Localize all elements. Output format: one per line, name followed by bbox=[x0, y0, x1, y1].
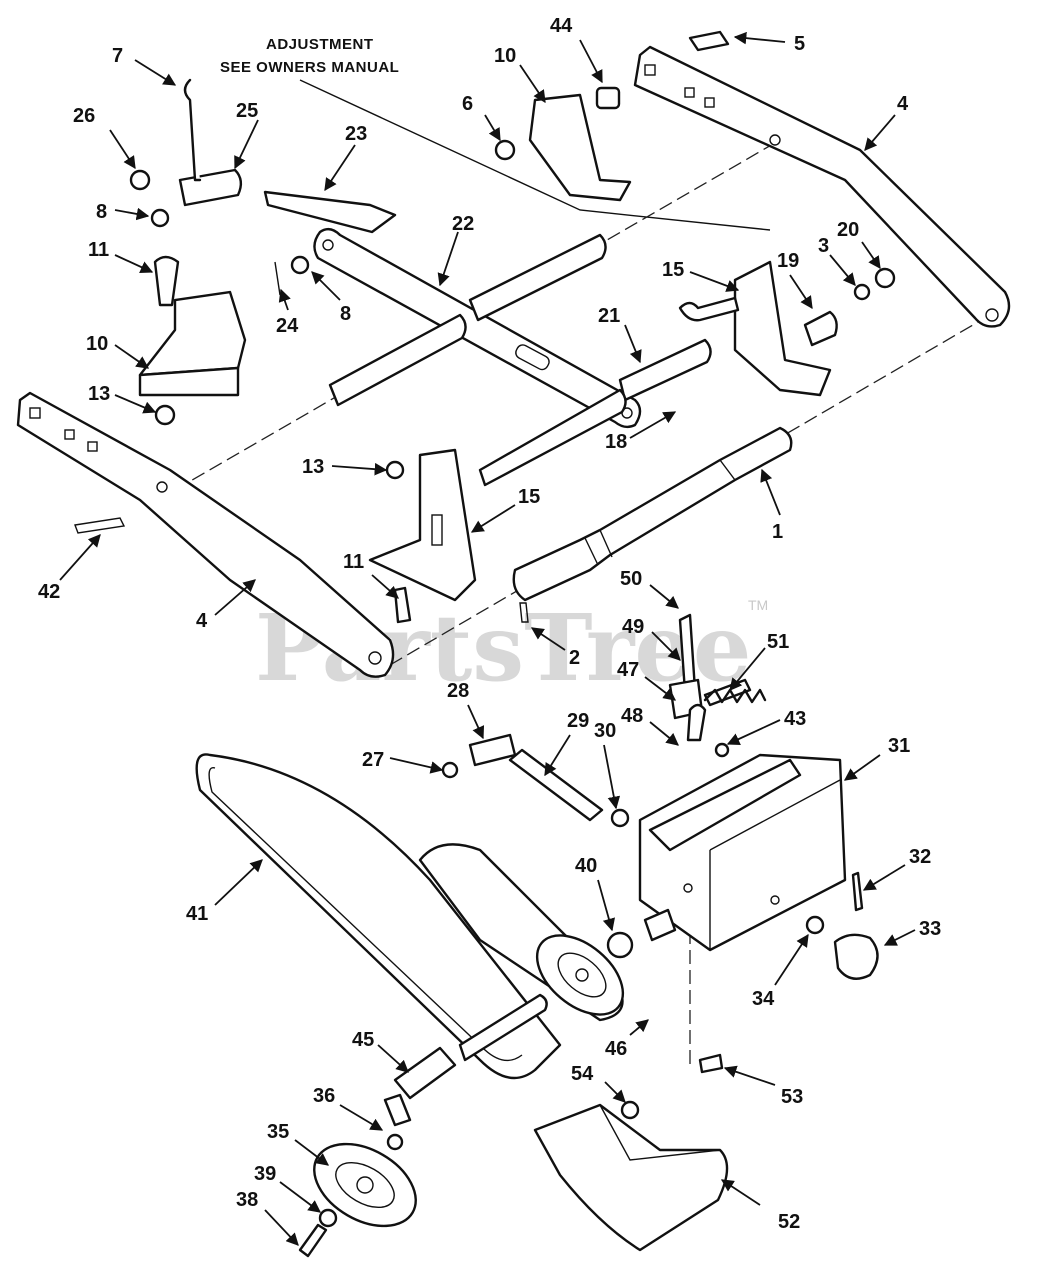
callout-30: 30 bbox=[594, 720, 616, 742]
callout-50: 50 bbox=[620, 568, 642, 590]
part-idler-arm bbox=[298, 993, 548, 1258]
note-leader-line bbox=[299, 79, 771, 231]
callout-19: 19 bbox=[777, 250, 799, 272]
callout-22: 22 bbox=[452, 213, 474, 235]
callout-35: 35 bbox=[267, 1121, 289, 1143]
callout-46: 46 bbox=[605, 1038, 627, 1060]
callout-20: 20 bbox=[837, 219, 859, 241]
part-main-shaft bbox=[512, 426, 793, 602]
callout-15-center: 15 bbox=[518, 486, 540, 508]
callout-44: 44 bbox=[550, 15, 573, 37]
part-cross-bar bbox=[313, 227, 642, 429]
part-belt-guard bbox=[533, 1103, 729, 1252]
callout-18: 18 bbox=[605, 431, 627, 453]
callout-27: 27 bbox=[362, 749, 384, 771]
callout-29: 29 bbox=[567, 710, 589, 732]
part-shafts bbox=[328, 233, 712, 487]
callout-54: 54 bbox=[571, 1063, 594, 1085]
note-line-2: SEE OWNERS MANUAL bbox=[220, 59, 399, 76]
callout-43: 43 bbox=[784, 708, 806, 730]
callout-3: 3 bbox=[818, 235, 829, 257]
watermark-trademark: TM bbox=[748, 597, 768, 613]
callout-49: 49 bbox=[622, 616, 644, 638]
callout-13-left: 13 bbox=[88, 383, 110, 405]
callout-38: 38 bbox=[236, 1189, 258, 1211]
callout-31: 31 bbox=[888, 735, 910, 757]
part-hardware bbox=[74, 30, 896, 624]
callout-47: 47 bbox=[617, 659, 639, 681]
part-belt bbox=[195, 753, 624, 1080]
callout-48: 48 bbox=[621, 705, 643, 727]
callout-41: 41 bbox=[186, 903, 208, 925]
callout-24: 24 bbox=[276, 315, 299, 337]
callout-40: 40 bbox=[575, 855, 597, 877]
adjustment-note: ADJUSTMENT SEE OWNERS MANUAL bbox=[220, 36, 771, 231]
callout-25: 25 bbox=[236, 100, 258, 122]
callout-21: 21 bbox=[598, 305, 620, 327]
callout-34: 34 bbox=[752, 988, 775, 1010]
callout-11-upper: 11 bbox=[88, 239, 109, 261]
callout-51: 51 bbox=[767, 631, 789, 653]
part-spring bbox=[703, 688, 767, 704]
callout-32: 32 bbox=[909, 846, 931, 868]
callout-15-right: 15 bbox=[662, 259, 684, 281]
callout-11-lower: 11 bbox=[343, 551, 364, 573]
callout-26: 26 bbox=[73, 105, 95, 127]
callout-10-left: 10 bbox=[86, 333, 108, 355]
part-brackets bbox=[138, 93, 832, 602]
callout-8-left: 8 bbox=[96, 201, 107, 223]
callout-23: 23 bbox=[345, 123, 367, 145]
callout-8-center: 8 bbox=[340, 303, 351, 325]
callouts: 1 2 3 4 4 5 6 7 8 8 10 10 11 bbox=[38, 15, 941, 1246]
callout-4-upper: 4 bbox=[897, 93, 909, 115]
callout-13-center: 13 bbox=[302, 456, 324, 478]
part-pulleys bbox=[313, 934, 625, 1228]
callout-39: 39 bbox=[254, 1163, 276, 1185]
part-lower-hardware bbox=[441, 613, 879, 1120]
callout-52: 52 bbox=[778, 1211, 800, 1233]
callout-6: 6 bbox=[462, 93, 473, 115]
callout-42: 42 bbox=[38, 581, 60, 603]
part-mount-bracket bbox=[638, 753, 847, 952]
callout-10-upper: 10 bbox=[494, 45, 516, 67]
callout-53: 53 bbox=[781, 1086, 803, 1108]
callout-4-lower: 4 bbox=[196, 610, 208, 632]
callout-5: 5 bbox=[794, 33, 805, 55]
callout-28: 28 bbox=[447, 680, 469, 702]
part-side-bar-right bbox=[633, 45, 1011, 328]
callout-33: 33 bbox=[919, 918, 941, 940]
callout-2: 2 bbox=[569, 647, 580, 669]
note-line-1: ADJUSTMENT bbox=[266, 36, 374, 53]
part-side-bar-left bbox=[16, 391, 395, 678]
callout-36: 36 bbox=[313, 1085, 335, 1107]
callout-7: 7 bbox=[112, 45, 123, 67]
callout-45: 45 bbox=[352, 1029, 374, 1051]
callout-1: 1 bbox=[772, 521, 783, 543]
